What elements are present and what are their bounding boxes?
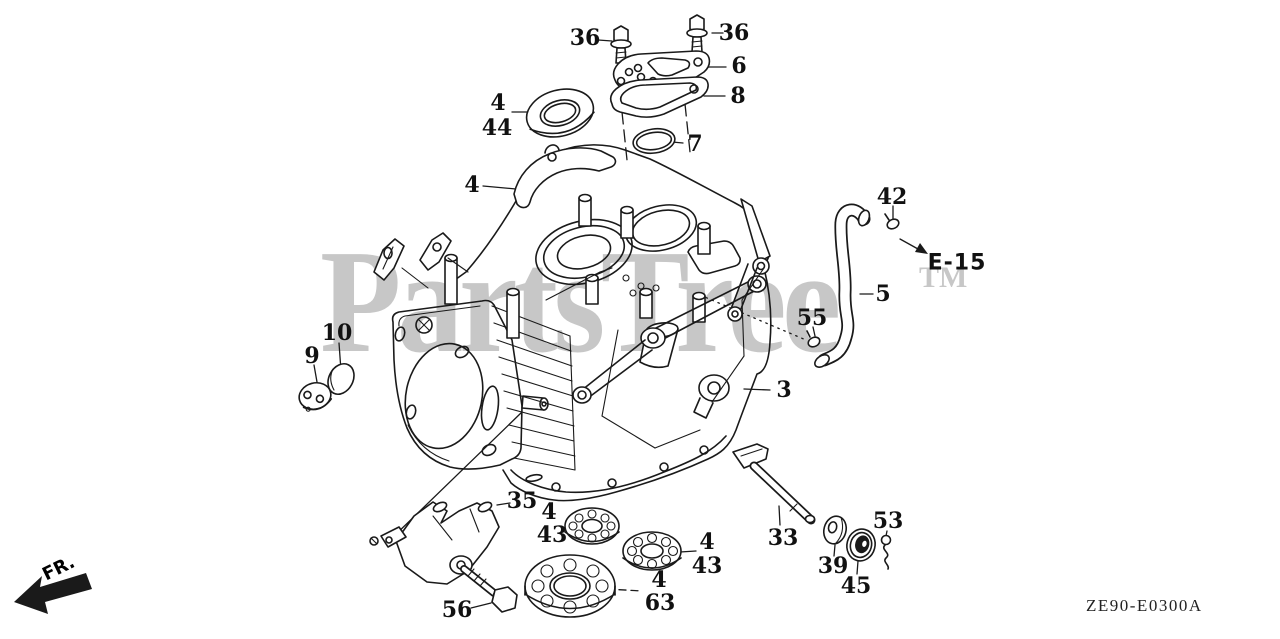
part-number-callout: 7 [687, 131, 703, 157]
watermark-tm: TM [919, 261, 968, 294]
part-4-shroud-plate [513, 144, 617, 209]
part-number-callout: 8 [730, 83, 746, 109]
part-number-callout: 9 [304, 343, 320, 369]
head-studs [444, 193, 711, 339]
part-33-shaft [732, 443, 816, 525]
part-number-callout: 6 [731, 53, 747, 79]
part-35-governor-bracket [369, 501, 500, 585]
part-55-tube-clip [806, 330, 821, 348]
e15-arrowhead [915, 243, 928, 254]
part-9-plate [298, 381, 333, 412]
part-number-callout: 55 [796, 305, 828, 331]
front-direction-arrow [14, 573, 92, 614]
part-number-callout: 53 [872, 508, 904, 534]
mounting-boss [693, 374, 730, 419]
assembly-reference-label: E-15 [927, 250, 987, 276]
part-56-bolt [460, 565, 518, 613]
cylinder-barrel-assembly [373, 144, 772, 502]
part-number-callout: 56 [441, 597, 473, 623]
part-39-washer [822, 515, 848, 545]
part-number-callout: 43 [691, 553, 723, 579]
part-44-oil-seal [525, 88, 595, 138]
diagram-code: ZE90-E0300A [1086, 596, 1203, 615]
part-number-callout: 45 [840, 573, 872, 599]
part-36-flange-bolt-right [686, 14, 708, 53]
part-7-oring [632, 127, 676, 155]
part-number-callout: 33 [767, 525, 799, 551]
part-number-callout: 5 [875, 281, 891, 307]
cylinder-flange-face [391, 299, 549, 470]
part-number-callout: 36 [718, 20, 750, 46]
part-43-bearing-small-2 [622, 531, 682, 571]
part-number-callout: 4 [541, 499, 557, 525]
part-number-callout: 10 [321, 320, 353, 346]
part-number-callout: 4 [464, 172, 480, 198]
part-number-callout: 44 [481, 115, 513, 141]
part-number-callout: 3 [776, 377, 792, 403]
part-53-cotter-pin [880, 534, 892, 570]
part-43-bearing-small-1 [564, 507, 620, 545]
part-10-cap [327, 362, 355, 396]
governor-linkage-arms [572, 275, 767, 404]
part-number-callout: 36 [569, 25, 601, 51]
part-63-bearing-large [524, 554, 616, 618]
part-number-callout: 39 [817, 553, 849, 579]
part-5-breather-tube [814, 203, 871, 368]
part-number-callout: 63 [644, 590, 676, 616]
upper-left-arms [373, 232, 469, 289]
part-45-seal [846, 528, 876, 562]
watermark-text: PartsTree [320, 220, 841, 384]
part-42-tube-clip [884, 213, 900, 230]
part-number-callout: 4 [651, 567, 667, 593]
part-number-callout: 4 [490, 90, 506, 116]
part-number-callout: 43 [536, 522, 568, 548]
part-number-callout: 35 [506, 488, 538, 514]
part-8-gasket [609, 76, 709, 118]
interior-edges [545, 267, 765, 449]
part-number-callout: 42 [876, 184, 908, 210]
part-number-callout: 4 [699, 529, 715, 555]
